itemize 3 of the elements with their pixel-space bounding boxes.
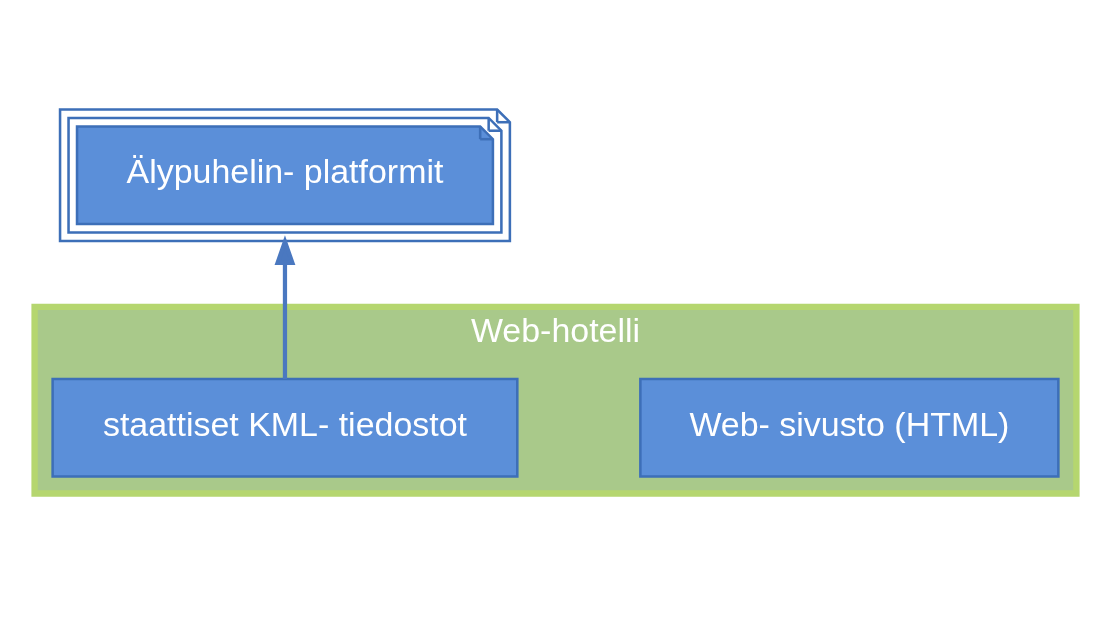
node-box: staattiset KML- tiedostot [51,377,519,478]
arrow [274,234,296,379]
node-box: Web- sivusto (HTML) [639,377,1060,478]
